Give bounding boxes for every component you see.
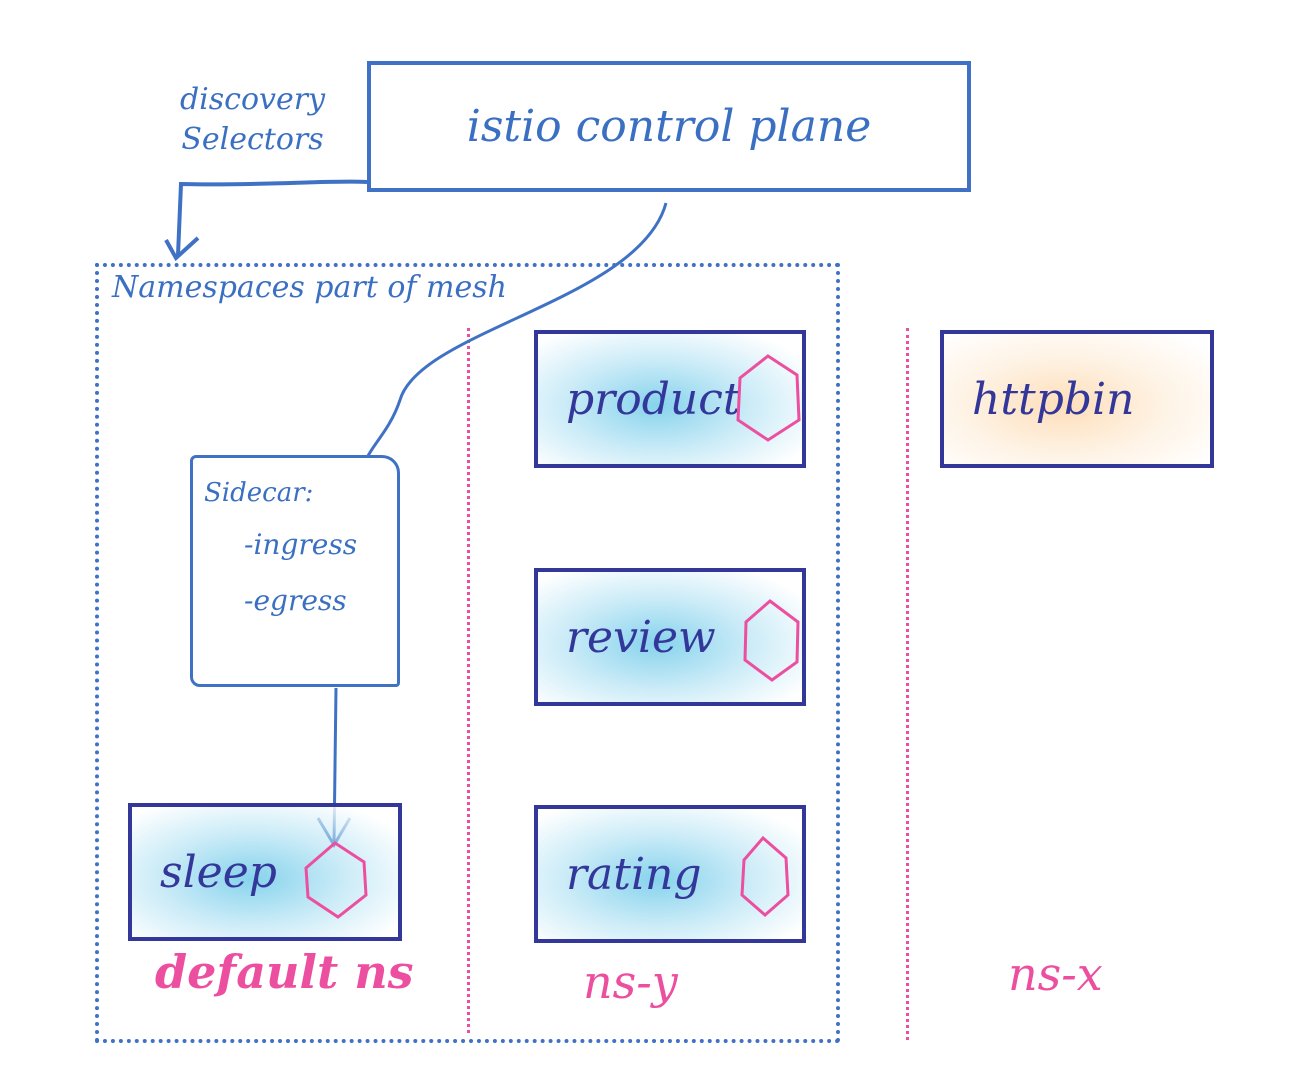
namespace-divider-default-nsy (467, 328, 470, 1033)
discovery-selectors-arrowhead (164, 236, 200, 262)
sidecar-config-note (190, 455, 400, 687)
sidecar-item-ingress: -ingress (244, 528, 358, 561)
namespace-label-ns-y: ns-y (583, 955, 678, 1009)
namespace-label-default: default ns (155, 945, 414, 999)
namespace-divider-nsy-nsx (906, 328, 909, 1040)
service-label: review (566, 611, 716, 663)
control-plane-box (367, 61, 971, 192)
namespace-label-ns-x: ns-x (1008, 947, 1103, 1001)
mesh-namespaces-region (95, 263, 840, 1043)
discovery-selectors-arrow (176, 179, 368, 256)
control-plane-to-sidecar-line (364, 202, 668, 461)
discovery-selectors-line1: discovery (179, 82, 326, 117)
service-label: product (566, 373, 741, 425)
service-label: rating (566, 848, 702, 900)
sidecar-proxy-hexagon-icon (736, 354, 801, 442)
control-plane-label: istio control plane (466, 101, 872, 152)
sidecar-proxy-hexagon-icon (743, 599, 800, 682)
sidecar-proxy-hexagon-icon (740, 835, 790, 917)
service-review: review (534, 568, 806, 706)
discovery-selectors-line2: Selectors (181, 122, 324, 157)
discovery-selectors-label: discovery Selectors (165, 80, 340, 160)
sidecar-title: Sidecar: (204, 478, 314, 508)
sidecar-proxy-hexagon-icon (304, 841, 368, 919)
service-httpbin: httpbin (940, 330, 1214, 468)
service-label: httpbin (972, 373, 1135, 425)
mesh-label: Namespaces part of mesh (112, 270, 507, 305)
service-sleep: sleep (128, 803, 402, 941)
service-rating: rating (534, 805, 806, 943)
service-label: sleep (160, 846, 277, 898)
service-product: product (534, 330, 806, 468)
sidecar-item-egress: -egress (244, 584, 347, 617)
